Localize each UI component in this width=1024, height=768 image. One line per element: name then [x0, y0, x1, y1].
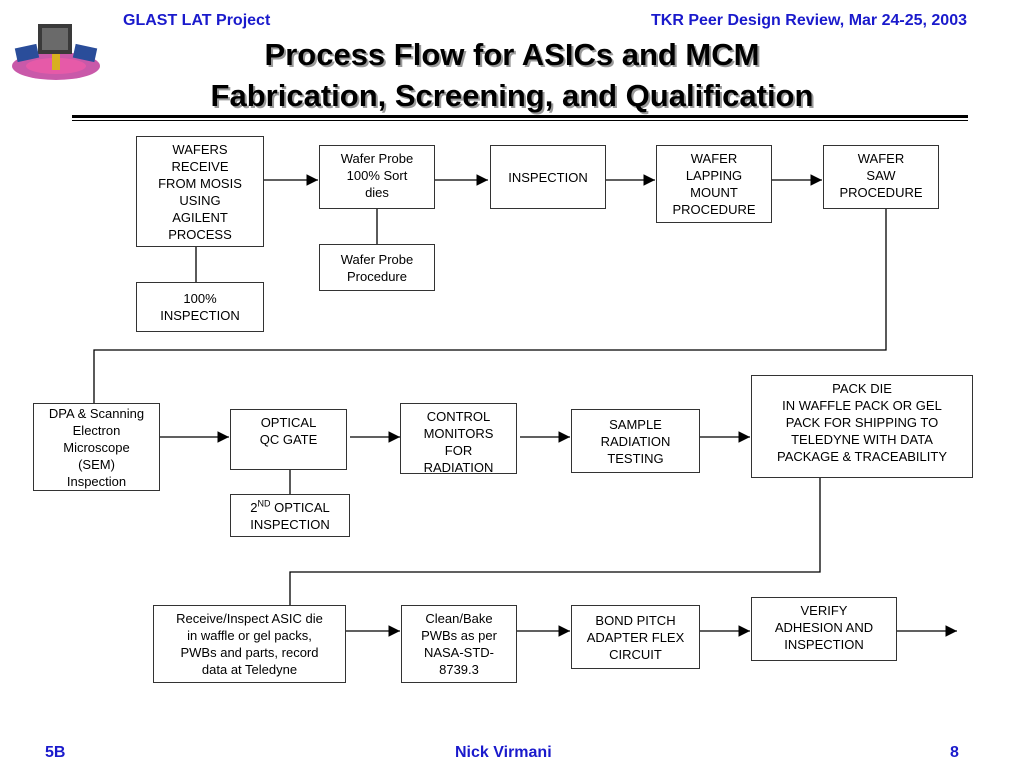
box-control-monitors: CONTROL MONITORS FOR RADIATION	[400, 403, 517, 475]
box-wafer-saw: WAFER SAW PROCEDURE	[823, 145, 939, 209]
box-sample-radiation: SAMPLE RADIATION TESTING	[571, 409, 700, 473]
header-review: TKR Peer Design Review, Mar 24-25, 2003	[651, 12, 967, 29]
label-2nd-rest: OPTICAL INSPECTION	[250, 499, 330, 532]
box-wafer-probe-procedure: Wafer Probe Procedure	[319, 244, 435, 291]
box-bond-pitch: BOND PITCH ADAPTER FLEX CIRCUIT	[571, 605, 700, 669]
box-wafer-lapping: WAFER LAPPING MOUNT PROCEDURE	[656, 145, 772, 223]
footer-author: Nick Virmani	[455, 744, 552, 761]
box-optical-qc-gate: OPTICAL QC GATE	[230, 409, 347, 470]
footer-page-number: 8	[950, 744, 959, 761]
box-verify-adhesion: VERIFY ADHESION AND INSPECTION	[751, 597, 897, 661]
connector-pack-to-receive	[289, 478, 821, 605]
box-dpa-sem: DPA & Scanning Electron Microscope (SEM)…	[33, 403, 160, 491]
title-line-1: Process Flow for ASICs and MCM	[264, 37, 760, 72]
box-clean-bake: Clean/Bake PWBs as per NASA-STD- 8739.3	[401, 605, 517, 683]
page-title: Process Flow for ASICs and MCM Fabricati…	[0, 34, 1024, 116]
box-2nd-optical-inspection: 2ND OPTICAL INSPECTION	[230, 494, 350, 537]
box-wafer-probe-sort: Wafer Probe 100% Sort dies	[319, 145, 435, 209]
title-rule-thin	[72, 120, 968, 121]
title-line-2: Fabrication, Screening, and Qualificatio…	[210, 78, 814, 113]
box-inspection: INSPECTION	[490, 145, 606, 209]
footer-section: 5B	[45, 744, 66, 761]
title-rule	[72, 115, 968, 118]
box-receive-inspect: Receive/Inspect ASIC die in waffle or ge…	[153, 605, 346, 683]
box-100pct-inspection: 100% INSPECTION	[136, 282, 264, 332]
box-pack-die: PACK DIE IN WAFFLE PACK OR GEL PACK FOR …	[751, 375, 973, 478]
box-wafers-receive: WAFERS RECEIVE FROM MOSIS USING AGILENT …	[136, 136, 264, 247]
label-2nd-sup: ND	[257, 498, 271, 509]
header-project: GLAST LAT Project	[123, 12, 271, 29]
glast-logo	[12, 24, 100, 80]
label-2nd-num: 2	[250, 499, 258, 515]
